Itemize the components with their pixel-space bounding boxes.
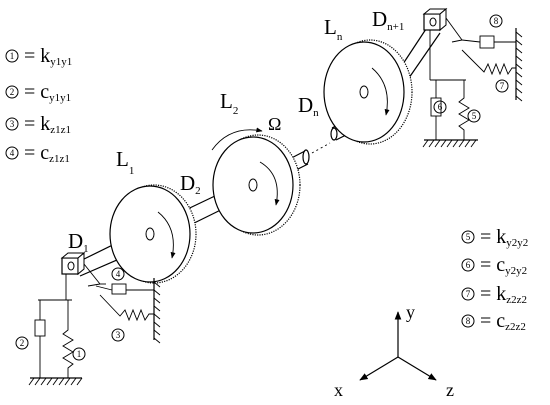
marker-8: 8 <box>489 14 503 28</box>
svg-text:4: 4 <box>116 269 121 279</box>
legend-item-5: 5 =ky2y2 <box>461 226 528 249</box>
disk-1 <box>109 184 197 284</box>
marker-2: 2 <box>15 336 29 350</box>
z-axis-label: z <box>446 380 454 400</box>
svg-text:2: 2 <box>20 338 25 348</box>
svg-text:1: 1 <box>10 51 15 61</box>
bearing-1 <box>28 251 161 386</box>
legend-item-6: 6 =cy2y2 <box>461 254 527 277</box>
svg-text:=cz1z1: =cz1z1 <box>24 142 70 165</box>
svg-text:3: 3 <box>10 119 15 129</box>
z-axis-arrow <box>397 356 437 381</box>
svg-text:4: 4 <box>10 148 15 158</box>
svg-text:3: 3 <box>116 330 121 340</box>
marker-1: 1 <box>72 347 86 361</box>
label-D2: D2 <box>180 171 201 197</box>
diagram-labels: D1 D2 Dn Dn+1 L1 L2 Ln Ω <box>68 7 404 255</box>
label-L2: L2 <box>220 89 238 117</box>
legend-right: 5 =ky2y2 6 =cy2y2 7 =kz2z2 8 =cz2z2 <box>461 226 528 333</box>
x-axis-arrow <box>359 356 399 381</box>
marker-3: 3 <box>111 328 125 342</box>
svg-text:=cy2y2: =cy2y2 <box>480 254 527 277</box>
legend-item-4: 4 =cz1z1 <box>5 142 70 165</box>
label-L1: L1 <box>116 147 134 177</box>
svg-text:=cz2z2: =cz2z2 <box>480 310 526 333</box>
bearing-n-plus-1 <box>422 7 523 148</box>
svg-text:=kz2z2: =kz2z2 <box>480 283 527 306</box>
svg-text:2: 2 <box>10 87 15 97</box>
svg-text:7: 7 <box>500 81 505 91</box>
svg-text:5: 5 <box>466 232 471 242</box>
svg-text:6: 6 <box>466 260 471 270</box>
svg-text:7: 7 <box>466 289 471 299</box>
legend-item-1: 1 =ky1y1 <box>5 45 72 68</box>
rotation-arrow <box>211 127 263 151</box>
disk-2 <box>212 134 301 236</box>
legend-item-3: 3 =kz1z1 <box>5 113 71 136</box>
svg-text:5: 5 <box>472 111 477 121</box>
marker-7: 7 <box>495 79 509 93</box>
svg-text:=ky2y2: =ky2y2 <box>480 226 528 249</box>
disk-n <box>323 39 413 145</box>
y-axis-label: y <box>406 302 415 322</box>
marker-5: 5 <box>467 109 481 123</box>
label-Ln: Ln <box>324 15 343 43</box>
marker-4: 4 <box>111 267 125 281</box>
svg-text:1: 1 <box>77 349 82 359</box>
legend-item-2: 2 =cy1y1 <box>5 81 71 104</box>
coordinate-axes: y x z <box>334 302 454 400</box>
legend-item-7: 7 =kz2z2 <box>461 283 527 306</box>
x-axis-label: x <box>334 380 343 400</box>
label-Dn1: Dn+1 <box>372 7 404 33</box>
legend-left: 1 =ky1y1 2 =cy1y1 3 =kz1z1 4 =cz1z1 <box>5 45 72 165</box>
label-omega: Ω <box>268 114 281 134</box>
label-Dn: Dn <box>298 93 319 119</box>
svg-text:8: 8 <box>466 316 471 326</box>
svg-text:=ky1y1: =ky1y1 <box>24 45 72 68</box>
legend-item-8: 8 =cz2z2 <box>461 310 526 333</box>
svg-text:6: 6 <box>438 102 443 112</box>
svg-text:=cy1y1: =cy1y1 <box>24 81 71 104</box>
element-markers: 1 2 3 4 5 6 7 8 <box>15 14 509 361</box>
label-D1: D1 <box>68 229 89 255</box>
svg-text:8: 8 <box>494 16 499 26</box>
marker-6: 6 <box>433 100 447 114</box>
svg-text:=kz1z1: =kz1z1 <box>24 113 71 136</box>
